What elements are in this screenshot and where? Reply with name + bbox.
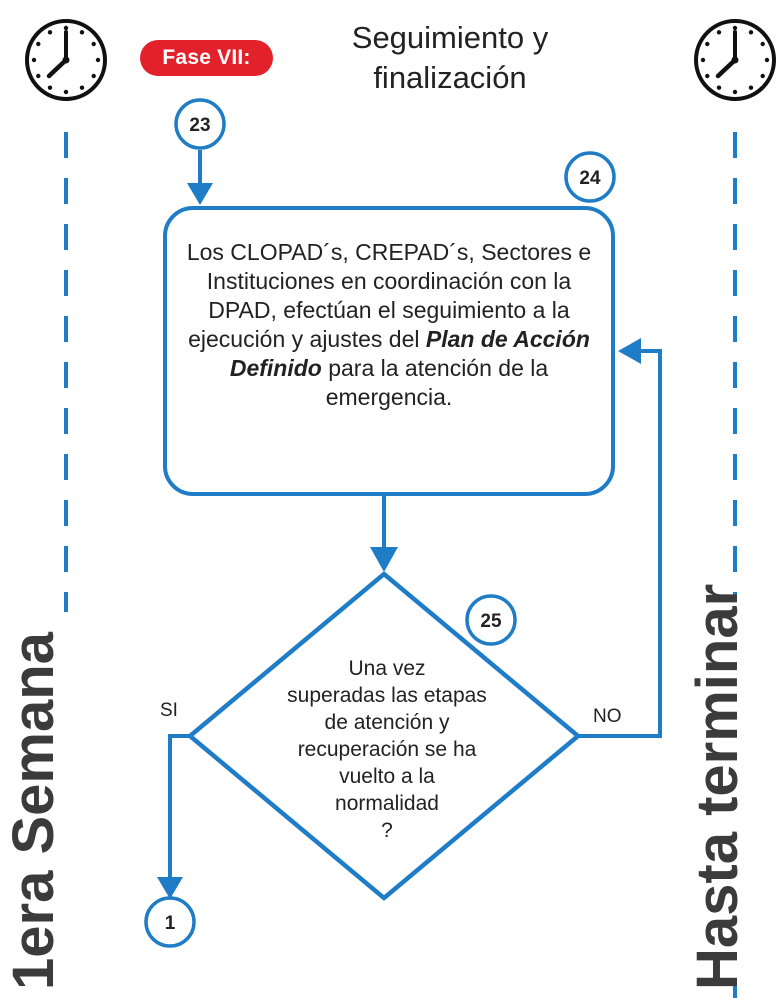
arrow-step-to-decision-head [370, 547, 398, 572]
phase-title-line: Seguimiento y [351, 20, 549, 55]
clock-icon [25, 19, 107, 101]
no-label: NO [593, 706, 622, 727]
phase-title-line: finalización [373, 60, 527, 95]
process-text: Los CLOPAD´s, CREPAD´s, Sectores e Insti… [186, 239, 592, 352]
process-text-emphasis: Plan de Acción Definido [229, 326, 590, 381]
timeframe-label-left: 1era Semana [1, 632, 66, 990]
connector-number: 24 [579, 168, 601, 189]
clock-icon [694, 19, 776, 101]
arrow-yes [168, 734, 190, 880]
yes-label: SI [160, 700, 178, 721]
connector-circle-24: 24 [564, 151, 616, 203]
phase-title: Seguimiento y finalización [300, 18, 600, 98]
decision-diamond [187, 571, 581, 901]
decision-line: superadas las etapas [287, 684, 487, 707]
decision-line: Una vez [348, 657, 426, 680]
connector-number: 1 [165, 913, 176, 934]
decision-line: vuelto a la [339, 765, 435, 788]
phase-badge: Fase VII: [140, 40, 273, 76]
arrow-in-head [187, 183, 213, 205]
decision-line: ? [381, 819, 393, 842]
process-box-text: Los CLOPAD´s, CREPAD´s, Sectores e Insti… [178, 238, 600, 412]
process-box [163, 206, 615, 496]
connector-number: 25 [480, 611, 502, 632]
arrow-no-loop [578, 349, 662, 738]
decision-line: recuperación se ha [297, 738, 477, 761]
decision-line: normalidad [335, 792, 439, 815]
decision-line: de atención y [324, 711, 450, 734]
connector-circle-25: 25 [465, 594, 517, 646]
arrow-no-loop-head [618, 338, 641, 364]
connector-number: 23 [189, 115, 210, 136]
decision-text: Una vez superadas las etapas de atención… [262, 655, 512, 844]
arrow-yes-head [157, 877, 183, 899]
process-text: para la atención de la emergencia. [321, 355, 549, 410]
connector-circle-1: 1 [144, 896, 196, 948]
timeframe-label-right: Hasta terminar [685, 583, 750, 990]
connector-circle-23: 23 [174, 98, 226, 150]
